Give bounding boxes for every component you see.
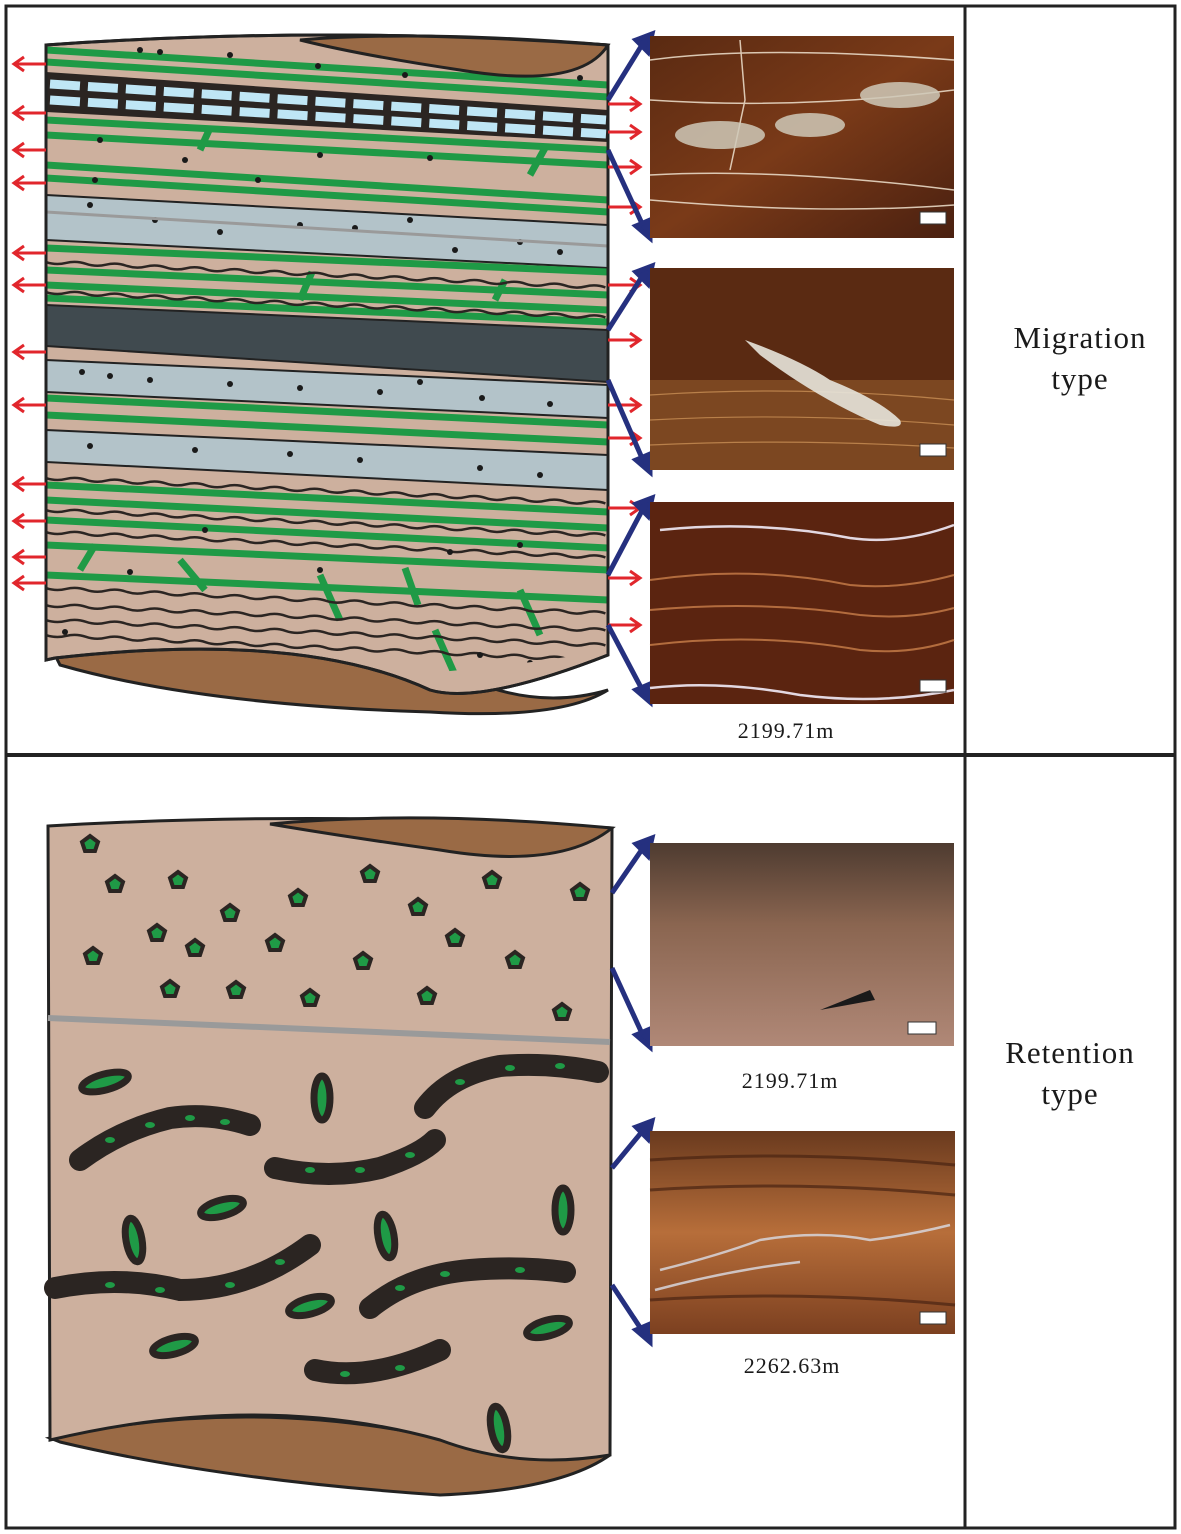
red-arrow-icon [11, 512, 46, 530]
red-arrow-icon [11, 343, 46, 361]
migration-arrows-right [608, 95, 643, 634]
thin-section-1 [649, 36, 955, 238]
red-arrow-icon [608, 123, 643, 141]
migration-arrows-left [11, 55, 46, 592]
red-arrow-icon [608, 569, 643, 587]
red-arrow-icon [608, 396, 643, 414]
zoom-arrows-bottom [609, 834, 656, 1348]
red-arrow-icon [11, 276, 46, 294]
red-arrow-icon [11, 475, 46, 493]
dark-mudstone-band [46, 303, 608, 384]
red-arrow-icon [608, 95, 643, 113]
depth-label-top: 2199.71m [737, 718, 835, 743]
depth-label-bottom-2: 2262.63m [743, 1353, 841, 1378]
red-arrow-icon [11, 104, 46, 122]
red-arrow-icon [11, 141, 46, 159]
red-arrow-icon [11, 548, 46, 566]
migration-label-line1: Migration [1013, 320, 1147, 355]
red-arrow-icon [11, 174, 46, 192]
thin-section-4 [650, 843, 954, 1046]
red-arrow-icon [11, 244, 46, 262]
thin-section-5 [649, 1131, 956, 1334]
red-arrow-icon [11, 574, 46, 592]
red-arrow-icon [608, 616, 643, 634]
depth-label-bottom-1: 2199.71m [741, 1068, 839, 1093]
red-arrow-icon [11, 396, 46, 414]
red-arrow-icon [11, 55, 46, 73]
migration-core [44, 33, 611, 716]
zoom-arrows-top [605, 30, 656, 708]
migration-type-label: Migration type [985, 317, 1175, 399]
retention-type-label: Retention type [975, 1032, 1165, 1114]
migration-label-line2: type [1051, 361, 1109, 396]
thin-section-3 [649, 502, 955, 704]
thin-section-2 [649, 268, 955, 470]
core-top-cap [269, 816, 616, 858]
retention-label-line2: type [1041, 1076, 1099, 1111]
retention-core [44, 816, 616, 1497]
retention-label-line1: Retention [1005, 1035, 1135, 1070]
frame [4, 4, 1177, 1530]
red-arrow-icon [608, 331, 643, 349]
